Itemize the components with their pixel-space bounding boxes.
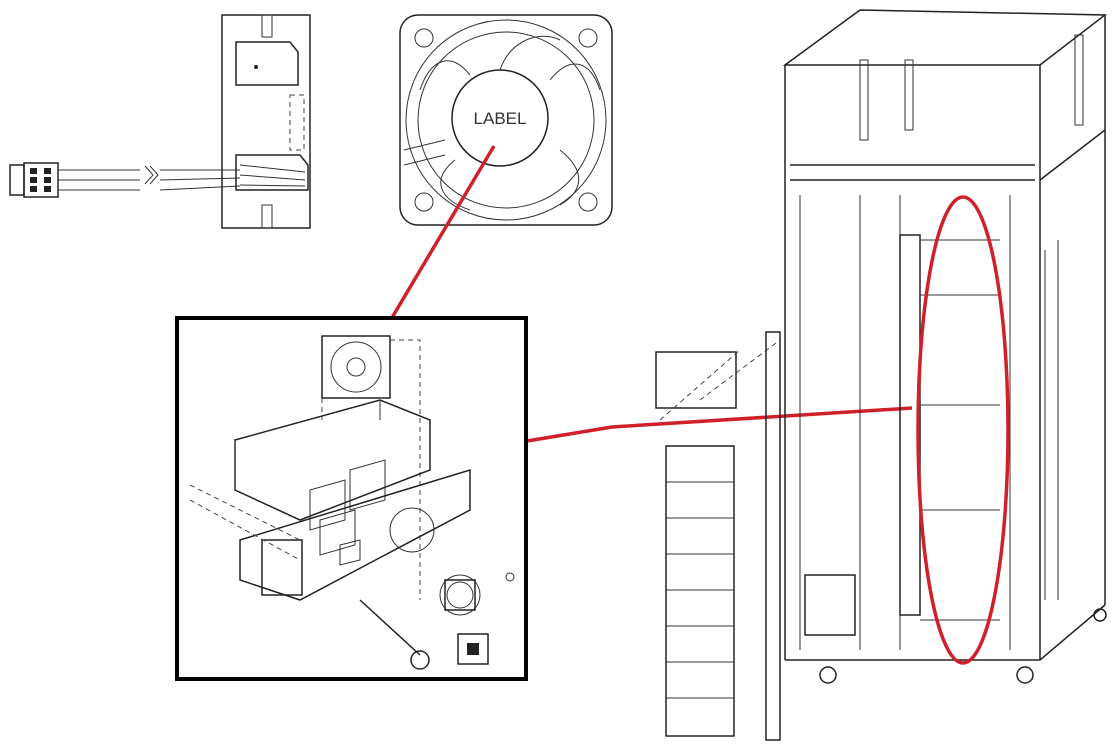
cover-panels bbox=[655, 331, 781, 741]
fan-detail: LABEL bbox=[399, 14, 613, 226]
highlight-ellipse bbox=[916, 195, 1010, 665]
rack-cabinet bbox=[782, 9, 1108, 684]
mounting-bracket bbox=[221, 14, 311, 229]
fan-label-text: LABEL bbox=[474, 109, 527, 128]
cable-connector bbox=[9, 162, 241, 198]
inset-detail-box bbox=[175, 316, 528, 681]
callout-line-cabinet bbox=[526, 406, 913, 443]
